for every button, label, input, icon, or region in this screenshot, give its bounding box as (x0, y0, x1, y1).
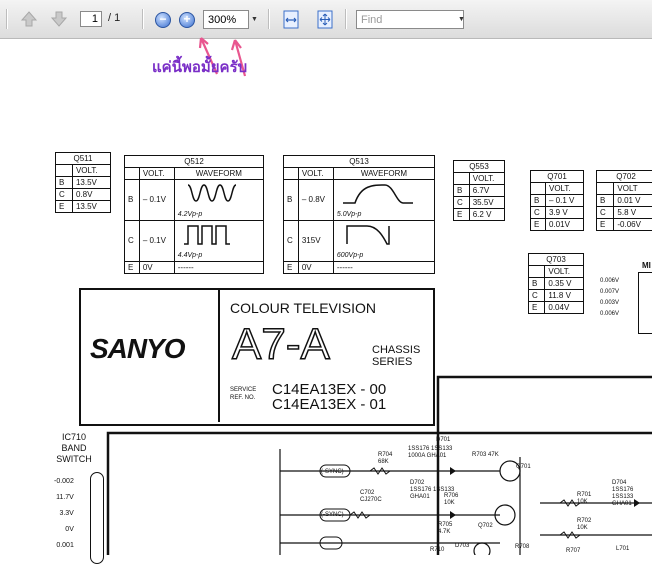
d701-label: D701 (436, 437, 451, 443)
toolbar-separator (345, 9, 347, 29)
waveform-icon (183, 224, 230, 245)
sync-label: (-SYNC) (321, 469, 344, 475)
fit-page-icon[interactable] (316, 10, 334, 29)
r708-label: R708 (515, 544, 530, 550)
zoom-level-input[interactable]: 300% (203, 10, 249, 29)
sync-label: (-SYNC) (321, 512, 344, 518)
d703-label: D703 (455, 543, 470, 549)
toolbar-separator (268, 9, 270, 29)
q702-symbol-label: Q702 (478, 523, 493, 529)
page-number-input[interactable]: 1 (80, 11, 102, 27)
waveform-icon (187, 183, 237, 202)
r710-label: R710 (430, 547, 445, 553)
mi-label: MI (642, 261, 651, 270)
model-name: A7-A (231, 319, 330, 370)
toolbar-separator (142, 9, 144, 29)
zoom-out-icon[interactable]: − (155, 12, 171, 28)
ic710-label: IC710 BAND SWITCH (56, 432, 92, 464)
mi-ic-outline (638, 272, 652, 334)
d701-part: 1SS176 1SS133 1000A GHA01 (408, 446, 453, 459)
q701-symbol-label: Q701 (516, 464, 531, 470)
fit-width-icon[interactable] (283, 10, 299, 29)
page-total: / 1 (108, 12, 121, 24)
pdf-toolbar: 1 / 1 − + 300% ▼ Find ▼ (0, 0, 652, 39)
annotation-note: แค่นี้พอมั้ยครับ (152, 59, 248, 76)
r707-label: R707 (566, 548, 581, 554)
next-page-icon[interactable] (50, 10, 68, 28)
service-label: SERVICE REF. NO. (230, 387, 257, 401)
zoom-dropdown-icon[interactable]: ▼ (251, 16, 258, 23)
find-input[interactable]: Find (356, 10, 464, 29)
title-block (79, 288, 435, 426)
title-divider (218, 290, 220, 422)
annotation-arrows (198, 37, 247, 77)
waveform-icon (342, 183, 413, 204)
r703-label: R703 47K (472, 452, 499, 458)
l701-label: L701 (616, 546, 630, 552)
chassis-label: CHASSIS SERIES (372, 344, 421, 368)
product-title: COLOUR TELEVISION (230, 300, 377, 316)
toolbar-separator (6, 9, 8, 29)
previous-page-icon[interactable] (20, 10, 38, 28)
find-dropdown-icon[interactable]: ▼ (458, 16, 465, 23)
zoom-in-icon[interactable]: + (179, 12, 195, 28)
waveform-icon (346, 224, 390, 245)
schematic-wiring (106, 375, 652, 555)
brand-logo: SANYO (90, 333, 186, 364)
